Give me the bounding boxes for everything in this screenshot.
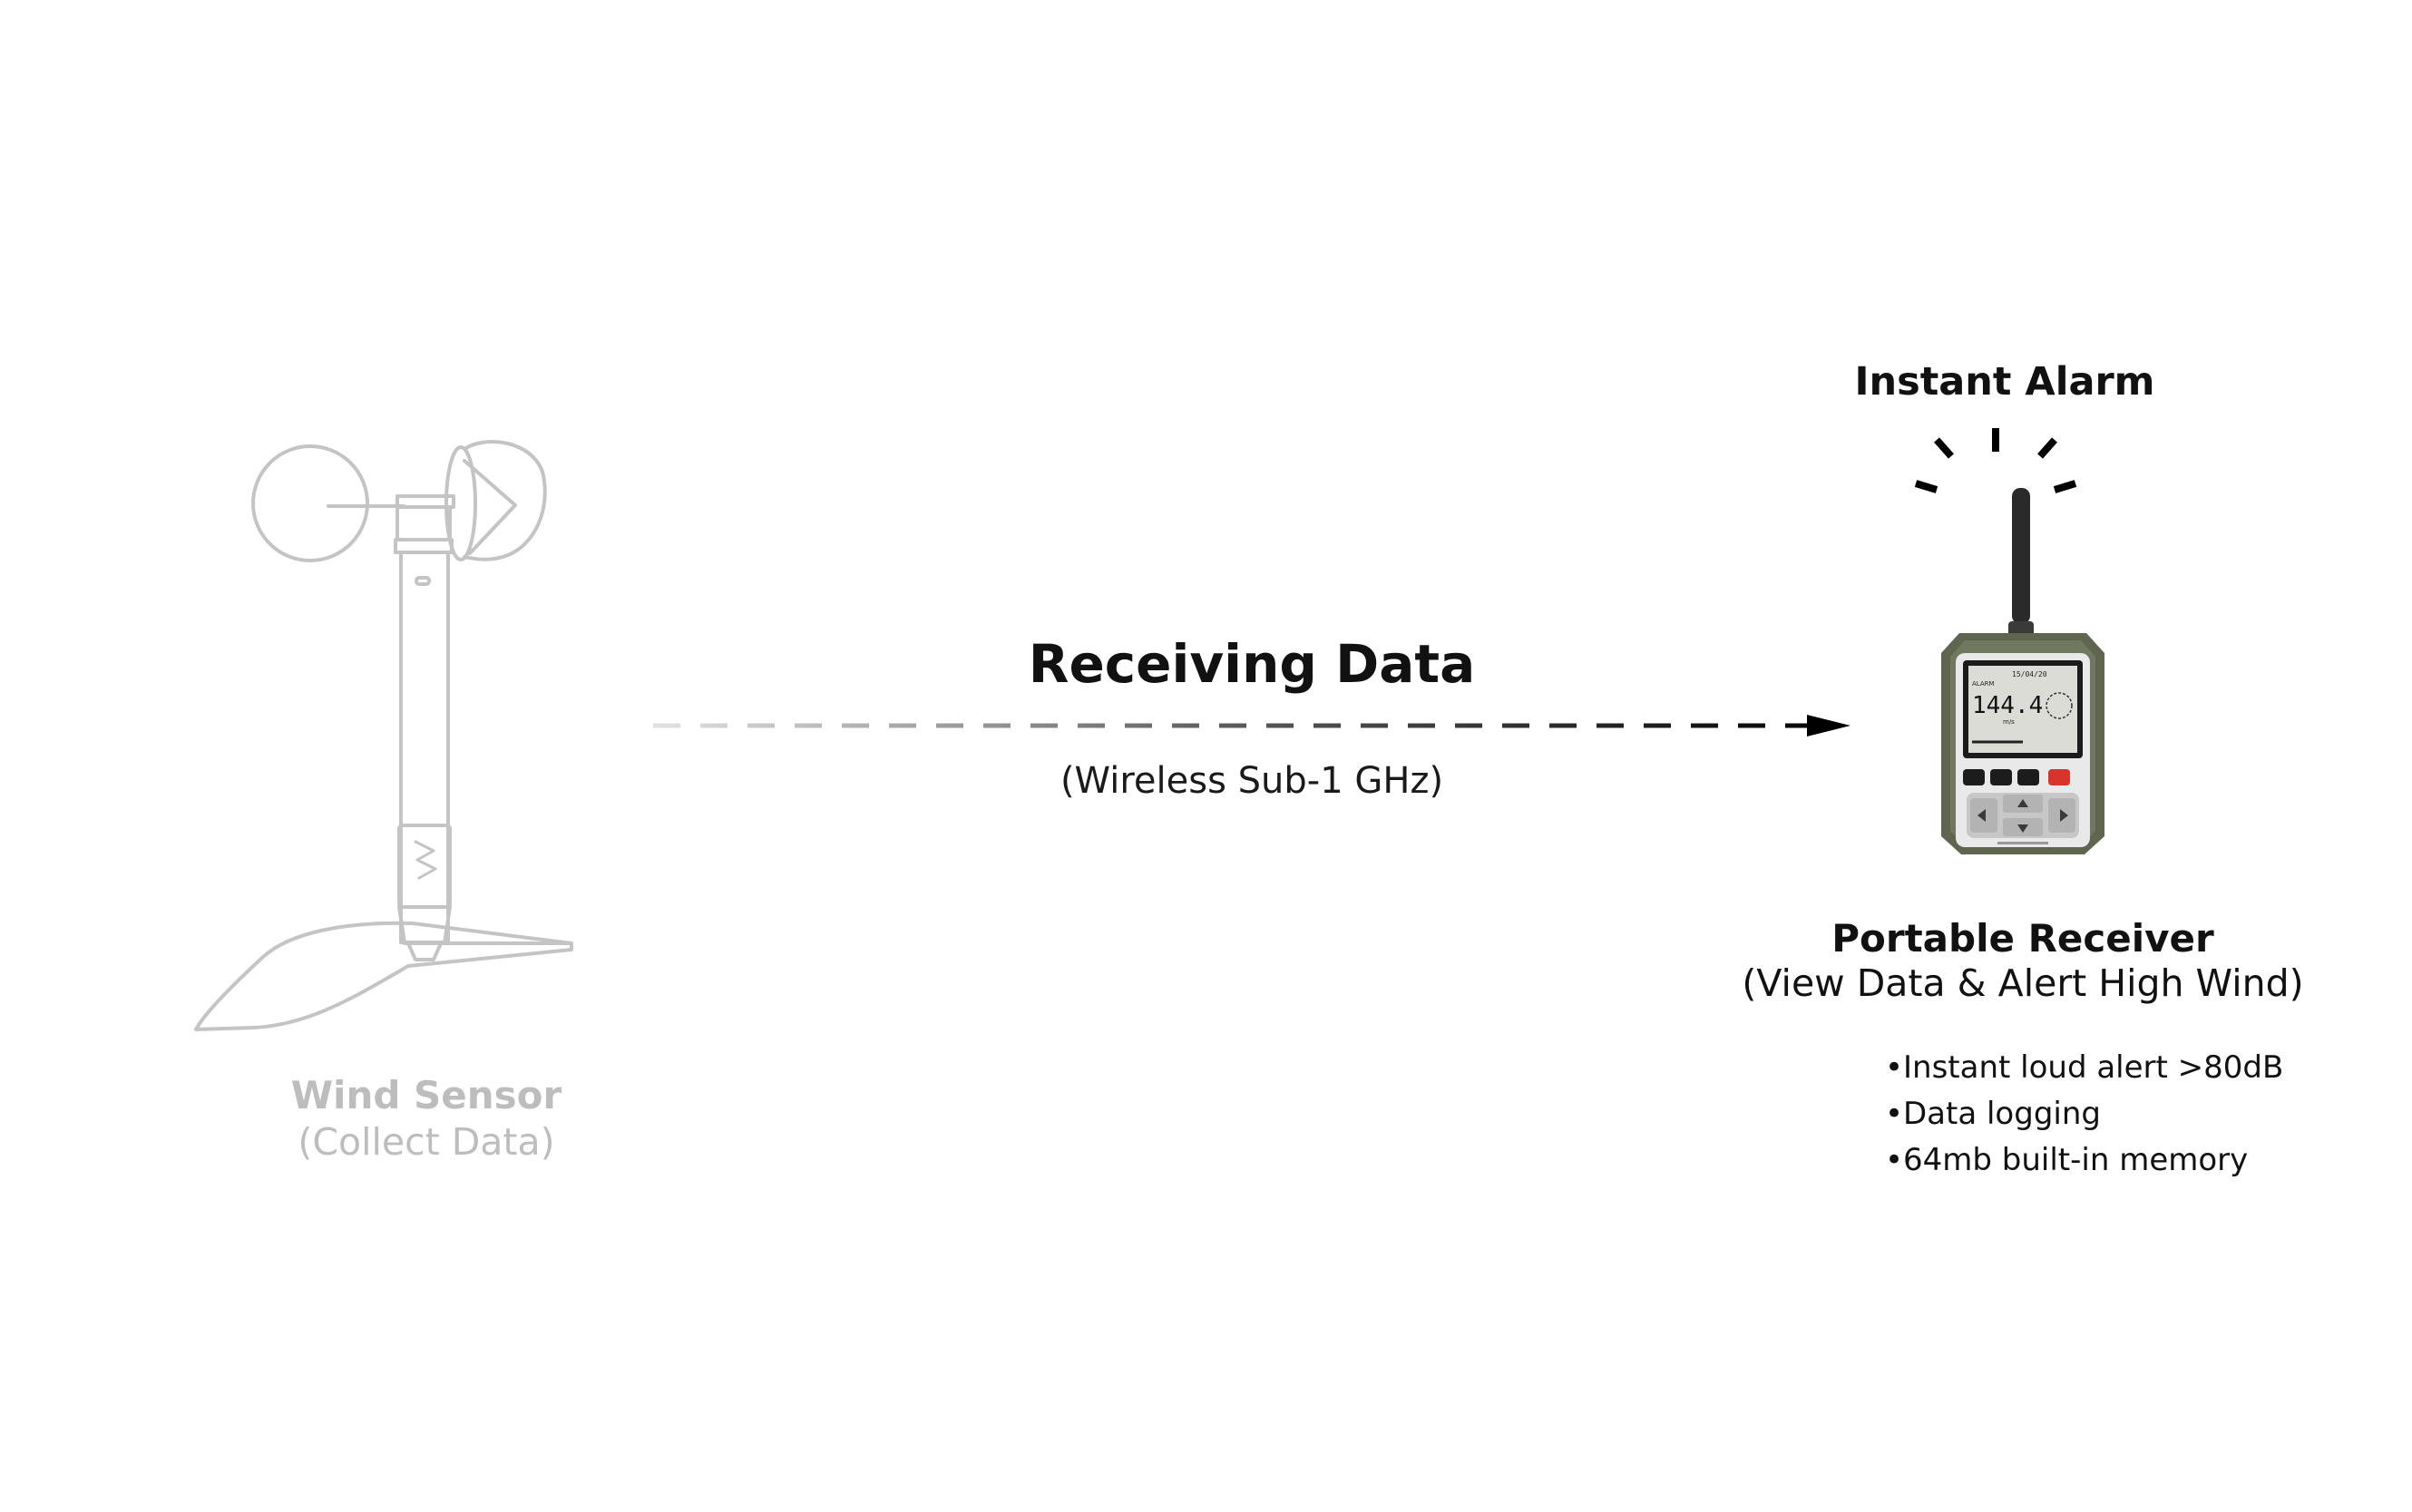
dashed-arrow-icon (653, 715, 1851, 736)
feature-list: •Instant loud alert >80dB •Data logging … (1885, 1045, 2357, 1184)
sensor-title: Wind Sensor (290, 1073, 562, 1117)
screen-date: 15/04/20 (2012, 670, 2047, 678)
receiver-subtitle: (View Data & Alert High Wind) (1742, 961, 2304, 1005)
receiver-title: Portable Receiver (1831, 916, 2214, 961)
sensor-subtitle: (Collect Data) (298, 1120, 555, 1164)
feature-item: •Instant loud alert >80dB (1885, 1049, 2284, 1086)
feature-text: 64mb built-in memory (1903, 1142, 2249, 1178)
anemometer-icon (194, 440, 573, 1031)
feature-item: •Data logging (1885, 1096, 2101, 1132)
alarm-title: Instant Alarm (1854, 359, 2155, 405)
feature-text: Data logging (1903, 1096, 2101, 1132)
alarm-rays-icon (1914, 428, 2077, 493)
screen-alarm-label: ALARM (1972, 680, 1995, 688)
screen-reading: 144.4 (1972, 692, 2043, 719)
feature-text: Instant loud alert >80dB (1903, 1049, 2284, 1086)
screen-unit: m/s (2003, 718, 2015, 726)
portable-receiver-device: 15/04/20 ALARM 144.4 m/s (1941, 488, 2104, 854)
feature-item: •64mb built-in memory (1885, 1142, 2249, 1178)
link-subtitle: (Wireless Sub-1 GHz) (1060, 760, 1444, 802)
link-title: Receiving Data (1028, 633, 1476, 695)
